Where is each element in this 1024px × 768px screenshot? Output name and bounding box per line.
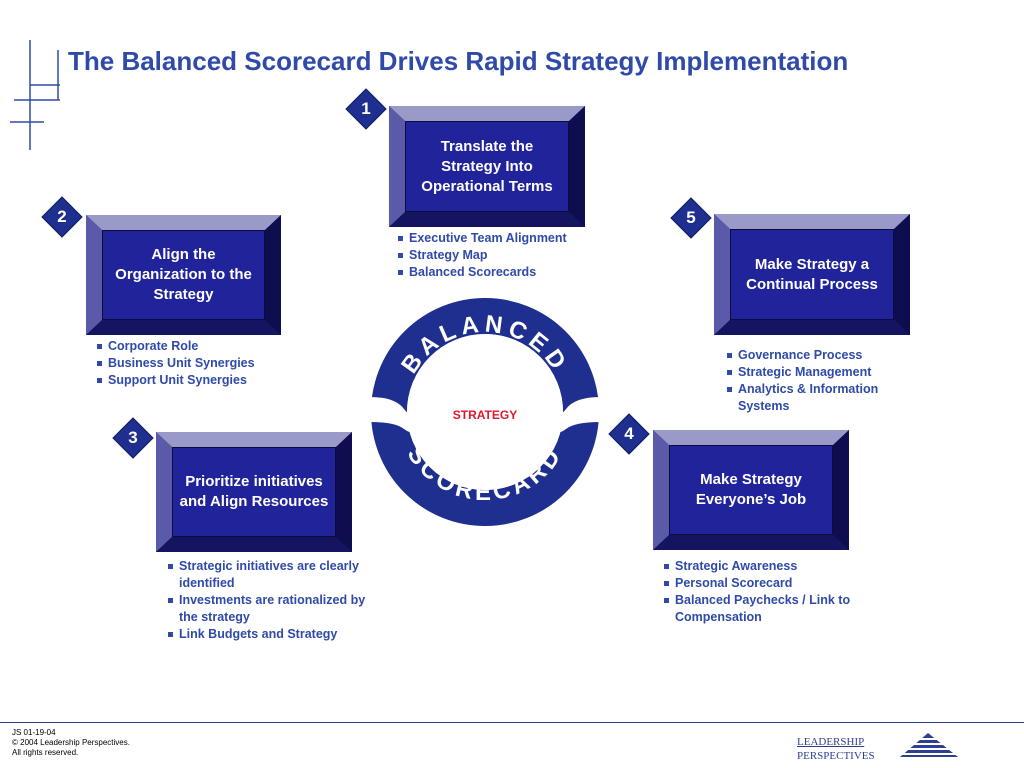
step-2-label: Align the Organization to the Strategy [102,230,265,320]
step-3-label: Prioritize initiatives and Align Resourc… [172,447,336,537]
step-5-bullets: Governance Process Strategic Management … [725,347,925,415]
step-3-bullets: Strategic initiatives are clearly identi… [166,558,376,643]
step-4-label: Make Strategy Everyone’s Job [669,445,833,535]
logo-line: LEADERSHIP [797,736,865,748]
step-3-number: 3 [128,428,138,447]
step-1-label: Translate the Strategy Into Operational … [405,121,569,212]
list-item: Executive Team Alignment [396,230,616,247]
company-logo-text: LEADERSHIP PERSPECTIVES [797,735,875,763]
corner-decoration [10,40,60,150]
step-2-badge: 2 [40,195,84,239]
list-item: Balanced Paychecks / Link to Compensatio… [662,592,862,626]
step-1-number: 1 [361,99,371,118]
list-item: Analytics & Information Systems [725,381,925,415]
step-2-number: 2 [57,207,67,226]
footer-divider [0,722,1024,723]
step-1-bullets: Executive Team Alignment Strategy Map Ba… [396,230,616,281]
footer-line: JS 01-19-04 [12,728,56,737]
step-1-badge: 1 [344,87,388,131]
list-item: Personal Scorecard [662,575,862,592]
list-item: Strategy Map [396,247,616,264]
step-1-box: Translate the Strategy Into Operational … [389,106,585,227]
step-4-badge: 4 [607,412,651,456]
list-item: Support Unit Synergies [95,372,315,389]
balanced-scorecard-ring: BALANCED SCORECARD STRATEGY [370,298,600,526]
step-4-box: Make Strategy Everyone’s Job [653,430,849,550]
footer-line: All rights reserved. [12,748,79,757]
logo-line: PERSPECTIVES [797,750,875,762]
step-5-box: Make Strategy a Continual Process [714,214,910,335]
step-5-number: 5 [686,208,696,227]
list-item: Corporate Role [95,338,315,355]
list-item: Strategic initiatives are clearly identi… [166,558,376,592]
footer-line: © 2004 Leadership Perspectives. [12,738,130,747]
step-2-box: Align the Organization to the Strategy [86,215,281,335]
step-4-number: 4 [624,424,634,443]
step-4-bullets: Strategic Awareness Personal Scorecard B… [662,558,862,626]
page-title: The Balanced Scorecard Drives Rapid Stra… [68,46,849,76]
list-item: Business Unit Synergies [95,355,315,372]
bevel-frame [86,215,281,335]
step-5-badge: 5 [669,196,713,240]
list-item: Strategic Management [725,364,925,381]
step-5-label: Make Strategy a Continual Process [730,229,894,320]
strategy-label: STRATEGY [453,408,517,422]
list-item: Link Budgets and Strategy [166,626,376,643]
footer-copyright: JS 01-19-04 © 2004 Leadership Perspectiv… [12,728,130,758]
bevel-frame [653,430,849,550]
list-item: Investments are rationalized by the stra… [166,592,376,626]
bevel-frame [389,106,585,227]
bevel-frame [156,432,352,552]
list-item: Governance Process [725,347,925,364]
list-item: Balanced Scorecards [396,264,616,281]
company-logo-icon [900,733,958,757]
list-item: Strategic Awareness [662,558,862,575]
step-3-box: Prioritize initiatives and Align Resourc… [156,432,352,552]
bevel-frame [714,214,910,335]
step-3-badge: 3 [111,416,155,460]
step-2-bullets: Corporate Role Business Unit Synergies S… [95,338,315,389]
